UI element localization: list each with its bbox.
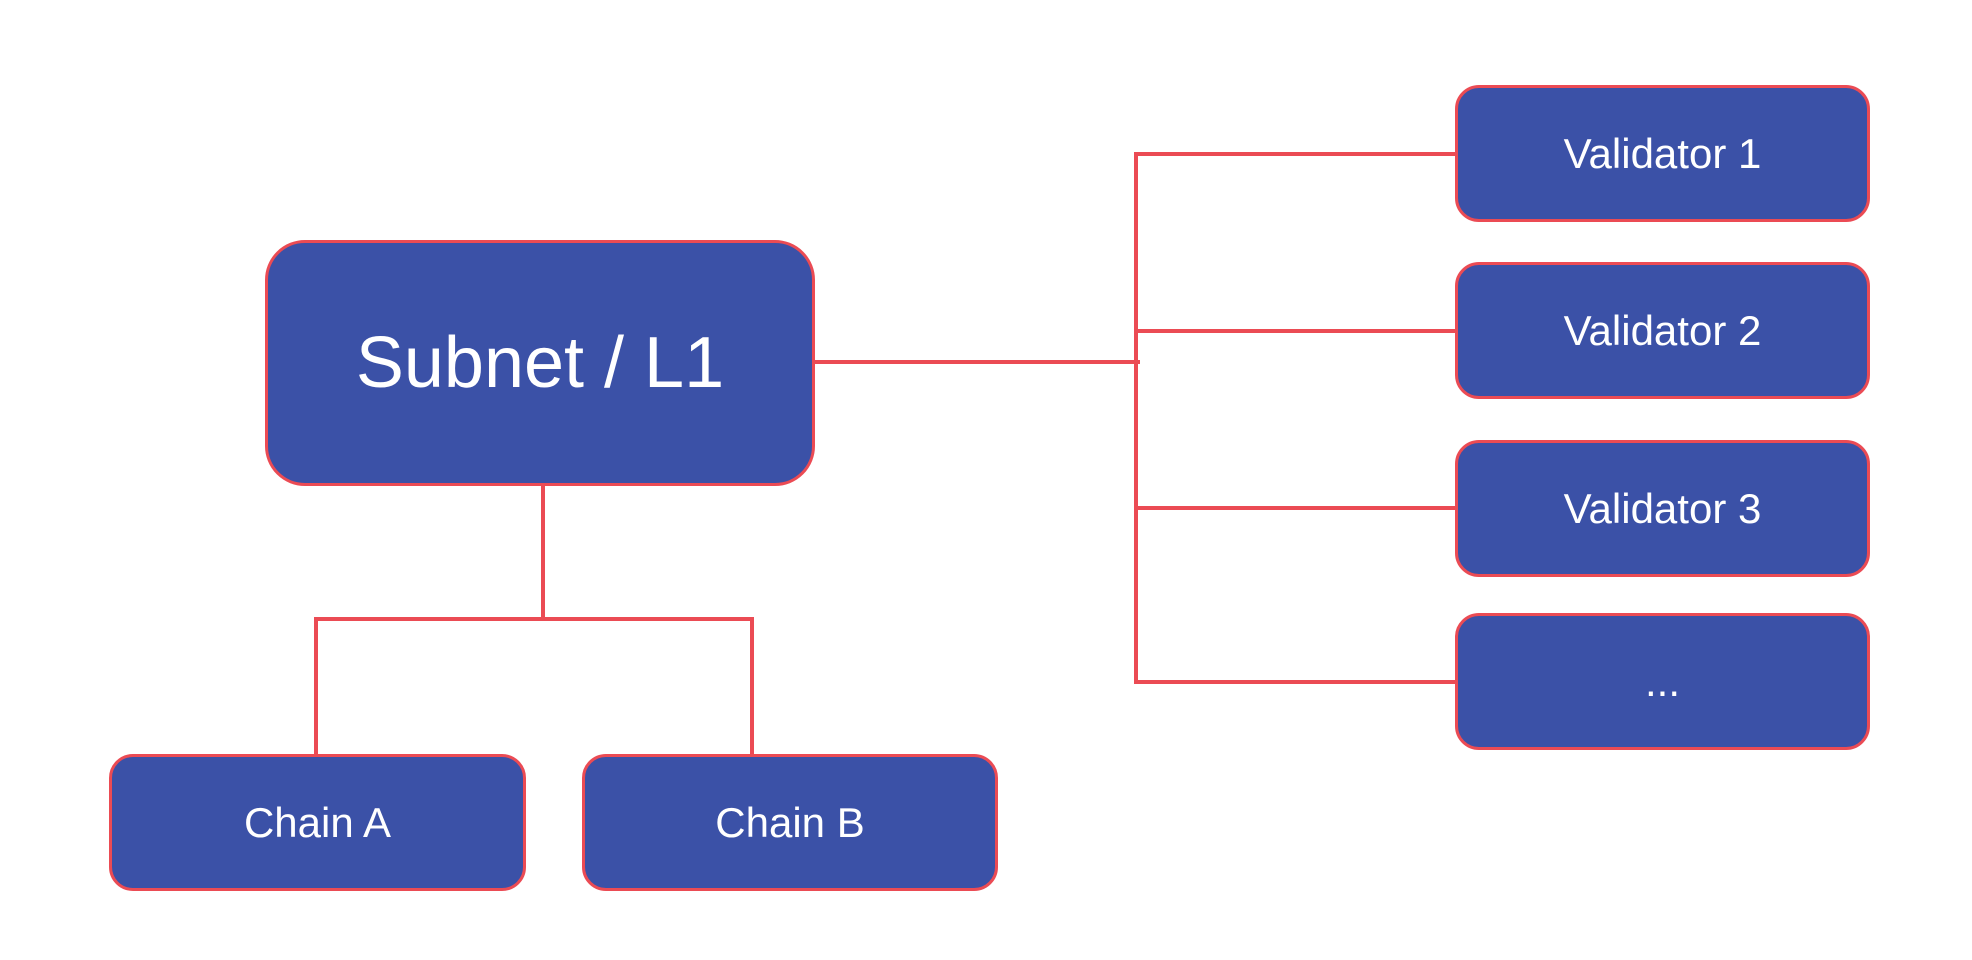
node-validator-1-label: Validator 1 xyxy=(1563,129,1762,177)
edge-drop-chain-b xyxy=(750,617,754,754)
node-chain-a-label: Chain A xyxy=(243,798,392,846)
node-chain-b-label: Chain B xyxy=(715,798,865,846)
edge-branch-validator-3 xyxy=(1136,506,1455,510)
edge-chain-split-bar xyxy=(314,617,754,621)
node-chain-b: Chain B xyxy=(582,754,998,891)
node-chain-a: Chain A xyxy=(109,754,526,891)
node-validator-more-label: ... xyxy=(1644,657,1680,705)
node-validator-3: Validator 3 xyxy=(1455,440,1870,577)
edge-subnet-down xyxy=(541,486,545,621)
node-subnet-l1-label: Subnet / L1 xyxy=(355,323,725,403)
edge-branch-validator-1 xyxy=(1136,152,1455,156)
edge-branch-validator-2 xyxy=(1136,329,1455,333)
edge-drop-chain-a xyxy=(314,617,318,754)
node-validator-1: Validator 1 xyxy=(1455,85,1870,222)
edge-validator-trunk xyxy=(1134,152,1138,684)
node-subnet-l1: Subnet / L1 xyxy=(265,240,815,486)
edge-branch-validator-more xyxy=(1136,680,1455,684)
node-validator-2: Validator 2 xyxy=(1455,262,1870,399)
edge-subnet-to-trunk xyxy=(815,360,1140,364)
node-validator-3-label: Validator 3 xyxy=(1563,484,1762,532)
node-validator-more: ... xyxy=(1455,613,1870,750)
node-validator-2-label: Validator 2 xyxy=(1563,306,1762,354)
